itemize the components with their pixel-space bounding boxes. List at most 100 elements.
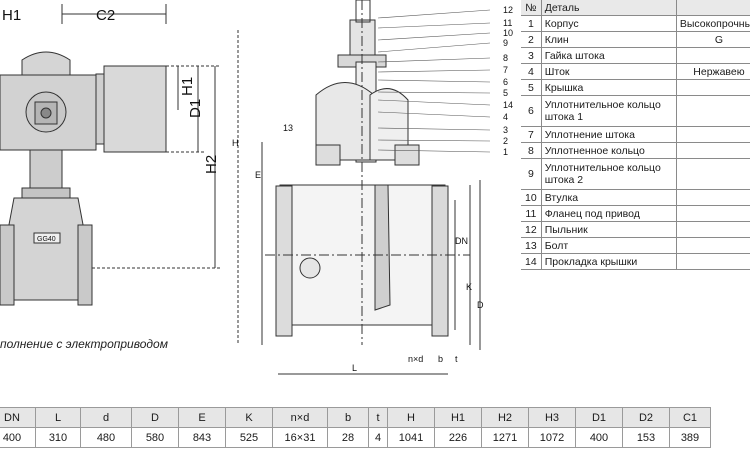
parts-cell-no: 14 xyxy=(521,253,542,270)
parts-cell-name: Пыльник xyxy=(541,221,677,238)
parts-cell-name: Уплотнительное кольцо штока 2 xyxy=(541,158,677,190)
dimension-value: 226 xyxy=(434,427,482,448)
drawing-caption: полнение с электроприводом xyxy=(0,337,168,351)
parts-cell-no: 12 xyxy=(521,221,542,238)
parts-cell-material xyxy=(676,221,750,238)
parts-cell-no: 7 xyxy=(521,126,542,143)
callout-leader xyxy=(377,57,491,63)
callout-number: 12 xyxy=(503,5,513,15)
parts-cell-name: Прокладка крышки xyxy=(541,253,677,270)
parts-cell-material xyxy=(676,95,750,127)
dim-h2: H2 xyxy=(203,155,220,174)
callout-leader xyxy=(377,22,491,29)
dimension-header: DN xyxy=(0,407,36,428)
dimension-value: 843 xyxy=(178,427,226,448)
dimension-value: 389 xyxy=(669,427,711,448)
dimension-value: 16×31 xyxy=(272,427,328,448)
dimension-value: 480 xyxy=(80,427,132,448)
parts-cell-no: 6 xyxy=(521,95,542,127)
parts-cell-no: 13 xyxy=(521,237,542,254)
parts-cell-name: Корпус xyxy=(541,15,677,32)
callout-leader xyxy=(377,69,491,73)
callout-number: 1 xyxy=(503,147,508,157)
dimension-header: n×d xyxy=(272,407,328,428)
parts-table-header: № Деталь xyxy=(521,0,750,16)
callout-leader xyxy=(377,127,491,131)
dimension-header: H2 xyxy=(481,407,529,428)
parts-cell-name: Шток xyxy=(541,63,677,80)
parts-cell-name: Уплотненное кольцо xyxy=(541,142,677,159)
leader-13: 13 xyxy=(283,123,293,133)
parts-cell-material xyxy=(676,158,750,190)
dimension-header: D2 xyxy=(622,407,670,428)
dimension-header: d xyxy=(80,407,132,428)
parts-cell-material xyxy=(676,253,750,270)
callout-number: 4 xyxy=(503,112,508,122)
dimension-value: 4 xyxy=(368,427,388,448)
dimension-value: 400 xyxy=(575,427,623,448)
dim-d1: D1 xyxy=(187,99,204,118)
dimension-header: b xyxy=(327,407,369,428)
callout-number: 11 xyxy=(503,18,512,28)
dimension-header: E xyxy=(178,407,226,428)
callout-number: 8 xyxy=(503,53,508,63)
parts-cell-no: 1 xyxy=(521,15,542,32)
dim-c2: C2 xyxy=(96,7,115,24)
dim-b: b xyxy=(438,354,443,364)
parts-cell-name: Уплотнение штока xyxy=(541,126,677,143)
dim-e: E xyxy=(255,170,261,180)
callout-number: 5 xyxy=(503,88,508,98)
parts-cell-no: 4 xyxy=(521,63,542,80)
dimension-header: L xyxy=(35,407,81,428)
parts-cell-no: 8 xyxy=(521,142,542,159)
dimension-value: 153 xyxy=(622,427,670,448)
callout-number: 14 xyxy=(503,100,513,110)
parts-cell-material xyxy=(676,205,750,222)
parts-cell-no: 5 xyxy=(521,79,542,96)
callout-number: 7 xyxy=(503,65,508,75)
parts-cell-name: Уплотнительное кольцо штока 1 xyxy=(541,95,677,127)
parts-cell-material: G xyxy=(676,31,750,48)
callout-leader xyxy=(377,111,491,118)
parts-table: № Деталь 1КорпусВысокопрочный2КлинG3Гайк… xyxy=(521,0,750,270)
parts-cell-no: 3 xyxy=(521,47,542,64)
dimension-header: H xyxy=(387,407,435,428)
dim-k: K xyxy=(466,282,472,292)
dim-h1-top: H1 xyxy=(2,7,21,24)
callout-leader xyxy=(377,99,491,106)
dimension-header: H3 xyxy=(528,407,576,428)
dim-h: H xyxy=(232,138,239,148)
dim-d: D xyxy=(477,300,484,310)
parts-cell-name: Клин xyxy=(541,31,677,48)
parts-cell-material xyxy=(676,237,750,254)
dimension-header: D xyxy=(131,407,179,428)
parts-cell-material xyxy=(676,79,750,96)
parts-cell-no: 10 xyxy=(521,189,542,206)
dimension-header: H1 xyxy=(434,407,482,428)
dimension-value: 310 xyxy=(35,427,81,448)
dimension-value: 525 xyxy=(225,427,273,448)
callout-leader xyxy=(377,42,491,53)
dimension-value: 28 xyxy=(327,427,369,448)
callout-leader xyxy=(377,139,491,142)
parts-row: 1КорпусВысокопрочный xyxy=(521,15,750,32)
dimension-value: 580 xyxy=(131,427,179,448)
parts-cell-material: Нержавею xyxy=(676,63,750,80)
parts-header-no: № xyxy=(521,0,542,16)
center-view-drawing xyxy=(237,0,481,375)
callout-leader xyxy=(377,32,491,41)
parts-cell-material xyxy=(676,126,750,143)
